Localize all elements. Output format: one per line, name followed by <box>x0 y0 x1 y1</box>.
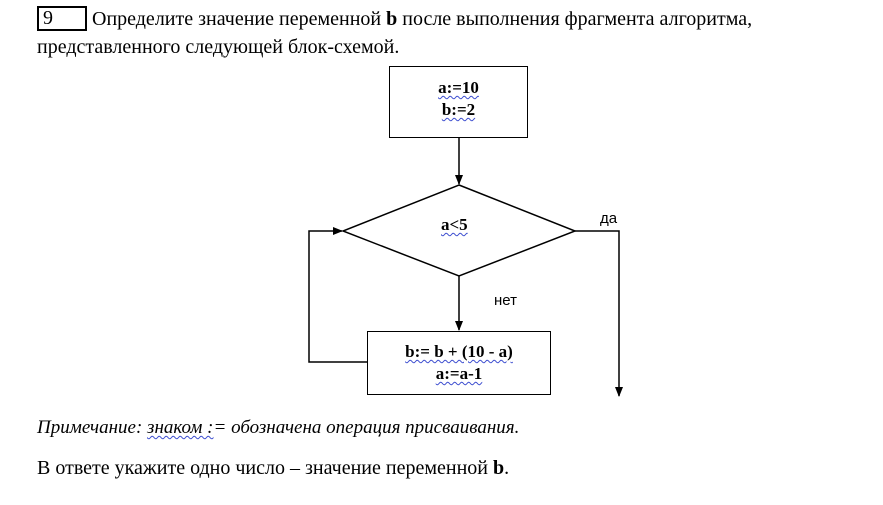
question-number-box: 9 <box>37 6 87 31</box>
condition-label: a<5 <box>441 214 468 236</box>
loop-back-line <box>308 227 367 363</box>
answer-text: В ответе укажите одно число – значение п… <box>37 457 493 479</box>
note-suffix: = обозначена операция присваивания. <box>213 417 520 438</box>
question-text-end: после выполнения фрагмента алгоритма, <box>397 8 753 30</box>
yes-label: да <box>600 210 618 227</box>
init-b-text: b:=2 <box>441 100 476 119</box>
note-underlined: знаком : <box>147 417 214 438</box>
no-label: нет <box>494 292 517 309</box>
init-a-text: a:=10 <box>438 78 479 97</box>
condition-text: a<5 <box>441 215 468 234</box>
note: Примечание: знаком := обозначена операци… <box>37 416 519 440</box>
exit-line-yes <box>575 230 623 397</box>
question-variable: b <box>386 8 398 30</box>
answer-instruction: В ответе укажите одно число – значение п… <box>37 456 509 480</box>
body-a: a:=a-1 <box>368 363 550 385</box>
answer-variable: b <box>493 457 505 479</box>
note-prefix: Примечание: <box>37 417 148 438</box>
loop-body-block: b:= b + (10 - a) a:=a-1 <box>367 331 551 395</box>
body-b-text: b:= b + (10 - a) <box>405 342 513 361</box>
question-line-2: представленного следующей блок-схемой. <box>37 36 400 58</box>
question-text-start: Определите значение переменной <box>92 8 387 30</box>
question-number: 9 <box>43 7 53 29</box>
body-a-text: a:=a-1 <box>435 364 483 383</box>
init-b: b:=2 <box>390 99 527 121</box>
question-line-1: Определите значение переменной b после в… <box>92 7 752 31</box>
init-a: a:=10 <box>390 77 527 99</box>
body-b: b:= b + (10 - a) <box>368 341 550 363</box>
answer-end: . <box>504 457 510 479</box>
init-block: a:=10 b:=2 <box>389 66 528 138</box>
